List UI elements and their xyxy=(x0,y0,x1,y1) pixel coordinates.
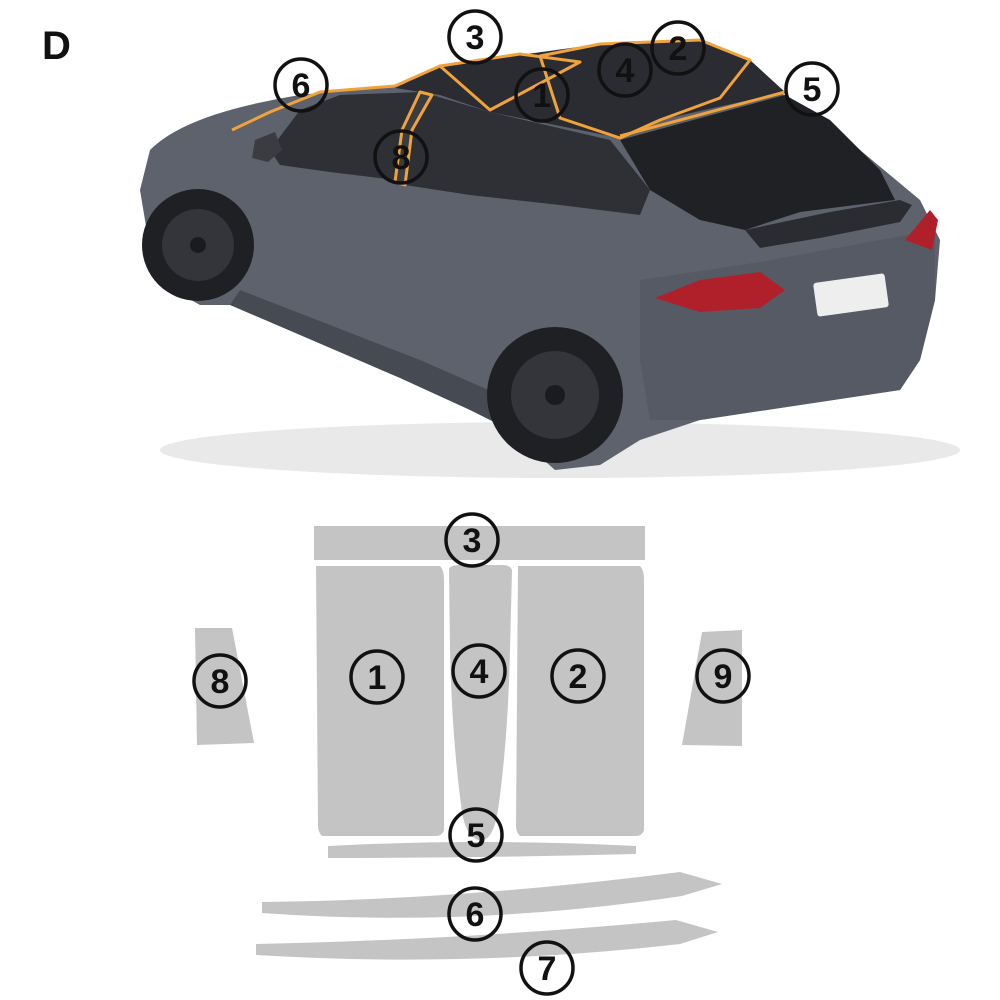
film-piece-9 xyxy=(682,630,742,746)
car-callout-5-label: 5 xyxy=(803,71,822,109)
car-callout-3-label: 3 xyxy=(466,19,485,57)
front-wheel xyxy=(142,189,254,301)
piece-label-9: 9 xyxy=(714,658,733,696)
outline-roof-rail xyxy=(231,84,396,132)
film-piece-4 xyxy=(449,565,512,840)
piece-callout-5: 5 xyxy=(448,807,504,863)
piece-callout-6: 6 xyxy=(447,886,503,942)
piece-callout-2: 2 xyxy=(550,648,606,704)
piece-label-7: 7 xyxy=(538,950,557,988)
outline-rear-strip xyxy=(619,90,786,138)
roof-glass xyxy=(395,40,785,138)
car-callout-5: 5 xyxy=(784,61,840,117)
car-callout-2: 2 xyxy=(650,20,706,76)
outline-roof-left-piece xyxy=(438,52,582,112)
side-mirror xyxy=(252,132,282,162)
film-piece-3 xyxy=(314,526,645,560)
car-callout-4-label: 4 xyxy=(616,52,635,90)
piece-label-8: 8 xyxy=(211,663,230,701)
side-skirt xyxy=(230,290,510,430)
piece-callout-9: 9 xyxy=(695,648,751,704)
film-piece-1 xyxy=(316,566,444,836)
car-callout-6: 6 xyxy=(273,57,329,113)
piece-callout-1: 1 xyxy=(349,649,405,705)
piece-callout-3: 3 xyxy=(444,512,500,568)
piece-label-6: 6 xyxy=(466,896,485,934)
piece-label-4: 4 xyxy=(470,653,489,691)
car-callout-1: 1 xyxy=(514,67,570,123)
car-callout-6-label: 6 xyxy=(292,67,311,105)
car-callout-8: 8 xyxy=(373,129,429,185)
car-callout-8-label: 8 xyxy=(392,139,411,177)
outline-roof-strip xyxy=(394,64,441,88)
license-plate xyxy=(813,273,889,317)
car-callout-3: 3 xyxy=(447,9,503,65)
film-piece-5 xyxy=(328,842,636,858)
film-piece-7 xyxy=(256,920,718,960)
car-callout-4: 4 xyxy=(597,42,653,98)
rear-spoiler xyxy=(745,200,912,248)
film-pieces-layout xyxy=(195,526,742,960)
variant-letter: D xyxy=(42,24,71,68)
rear-side-window xyxy=(405,95,650,215)
piece-label-2: 2 xyxy=(569,658,588,696)
piece-label-1: 1 xyxy=(368,659,387,697)
piece-label-5: 5 xyxy=(467,817,486,855)
piece-callout-8: 8 xyxy=(192,653,248,709)
left-tail-light xyxy=(655,272,785,312)
car-illustration xyxy=(140,38,960,478)
rear-window xyxy=(620,95,895,230)
car-callout-2-label: 2 xyxy=(669,30,688,68)
piece-callout-7: 7 xyxy=(519,940,575,996)
piece-callout-4: 4 xyxy=(451,643,507,699)
rear-wheel xyxy=(487,327,623,463)
car-callout-1-label: 1 xyxy=(533,77,552,115)
piece-label-3: 3 xyxy=(463,522,482,560)
b-pillar xyxy=(395,92,432,185)
right-tail-light xyxy=(905,210,938,250)
front-side-window xyxy=(270,92,420,180)
outline-roof-right-piece xyxy=(538,38,752,140)
